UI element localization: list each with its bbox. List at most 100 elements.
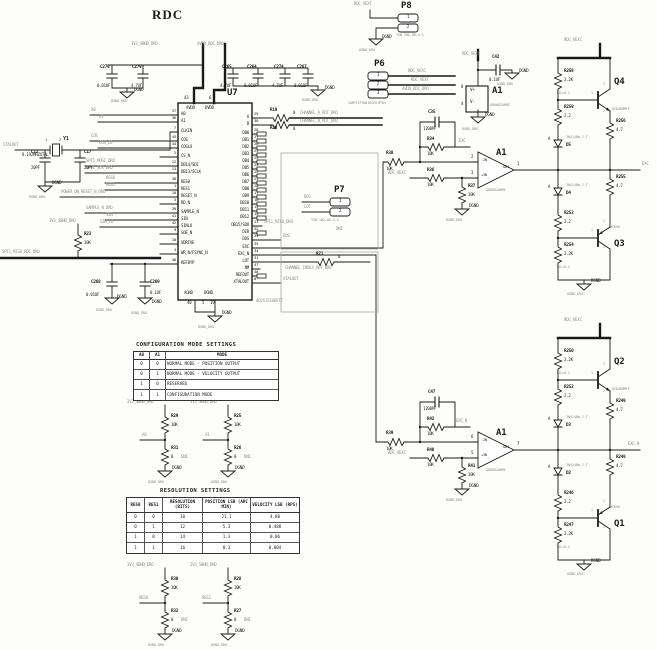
u7-pin-db0: DB0 [242, 130, 249, 136]
text-10k: 10K [427, 182, 434, 187]
text-6: 6 [471, 434, 474, 439]
u7-pin-cos: COS [181, 137, 188, 143]
u7-pin-wr-n-fsync-n: WR_N/FSYNC_N [181, 250, 208, 256]
opamp-symbols [477, 151, 515, 469]
text-a1: A1 [205, 432, 210, 437]
text-0-1uf: 0.1UF [489, 77, 501, 82]
u7-pin-refout: REFOUT [235, 272, 249, 278]
text-10k: 10K [84, 240, 91, 245]
text-dgnd-dro: DGND_DRO [29, 195, 45, 199]
u7-pin-db4: DB4 [242, 158, 249, 164]
text-xtalout: XTALOUT [3, 142, 19, 147]
text-sin-lo: SIN_LO [100, 219, 114, 224]
text-r27: R27 [234, 609, 242, 614]
u7-pin-clkin: CLKIN [181, 128, 193, 134]
text-dgnd: DGND [519, 69, 529, 74]
resolution-settings-cell-0-4: 4.88 [251, 513, 299, 523]
text-10k: 10K [427, 151, 434, 156]
resolution-settings-title: RESOLUTION SETTINGS [160, 488, 231, 494]
text-ad2s1210bstz: AD2S1210BSTZ [256, 298, 283, 303]
text-dni: DNI [336, 226, 343, 231]
u7-pin-res1: RES1 [181, 186, 190, 192]
text-in: -IN [481, 438, 487, 442]
u7-pin-num-sin: 41 [171, 212, 177, 218]
u7-pin-num-db7: 21 [254, 175, 259, 181]
u7-pin-num-refbyp: 46 [171, 256, 177, 262]
u7-pin-num-db13-sclk: 13 [171, 165, 177, 171]
text-1n4148w-7-f: 1N4148W-7-F [566, 183, 588, 187]
text-4-7: 4.7 [616, 127, 623, 132]
text-2-2k: 2.2K [564, 251, 573, 256]
u7-pin-a1: A1 [181, 118, 186, 124]
u7-pin-num-sinlo: 42 [171, 219, 177, 225]
text-0: 0 [171, 617, 174, 622]
diode-symbols [553, 137, 563, 483]
text-agnd: AGND [184, 290, 193, 295]
text-4-7uf: 4.7UF [220, 83, 232, 88]
resolution-settings-cell-3-3: 0.3 [203, 543, 251, 553]
a1-power-box [465, 85, 489, 113]
text-19: 19 [210, 300, 215, 305]
text-2: 2 [376, 81, 380, 86]
resolution-settings-cell-1-4: 0.488 [251, 523, 299, 533]
text-res1: RES1 [202, 595, 211, 600]
u7-pin-sinlo: SINLO [181, 223, 193, 229]
resolution-settings-cell-2-2: 14 [163, 533, 203, 543]
text-r29: R29 [171, 414, 179, 419]
text-in: +IN [481, 453, 487, 457]
u7-pin-num-db2: 26 [254, 140, 259, 146]
text-a: A [548, 184, 551, 189]
text-c278: C278 [100, 65, 110, 70]
text-rdc-vexc: RDC_VEXC [564, 317, 582, 322]
text-dgnd: DGND [117, 295, 127, 300]
text-rdc-vext: RDC_VEXT [411, 77, 429, 82]
configuration-mode-settings-cell-2-0: 1 [134, 380, 150, 390]
text-a1: A1 [492, 86, 503, 96]
text-dgnd: DGND [485, 113, 495, 118]
text-spi1-sck-dro: SPI1_SCK_DRO [86, 165, 113, 170]
configuration-mode-settings-header-0: A0 [134, 352, 150, 360]
text-dvdd: DVDD [205, 105, 214, 110]
configuration-mode-settings-cell-0-1: 0 [150, 360, 166, 370]
text-r39: R39 [386, 431, 394, 436]
configuration-mode-settings-cell-1-1: 1 [150, 370, 166, 380]
text-r255: R255 [616, 175, 626, 180]
text-rdc-vexc: RDC_VEXC [388, 170, 406, 175]
text-dgnd-dro: DGND_DRO [148, 480, 164, 484]
resolution-settings-cell-3-4: 0.004 [268, 544, 282, 550]
u7-pin-db14-sdi: DB14/SDI [181, 162, 199, 168]
text-0: 0 [171, 454, 174, 459]
text-rdc: RDC [152, 7, 184, 22]
text-ad8662armz: AD8662ARMZ [486, 188, 506, 192]
text-spi1-mosi-dro: SPI1_MOSI_DRO [86, 158, 115, 163]
u7-pin-num-a: 29 [254, 110, 259, 116]
text-dgnd-dro: DGND_DRO [497, 82, 513, 86]
text-a1: A1 [496, 428, 507, 438]
u7-pin-num-db14-sdi: 12 [171, 158, 177, 164]
text-res1: RES1 [106, 182, 115, 187]
text-dgnd: DGND [382, 35, 392, 40]
text-6: 6 [209, 95, 212, 100]
text-d2: D2 [566, 471, 571, 476]
text-cos-lo: COS_LO [99, 140, 113, 145]
u7-pin-exc-n: EXC_N [237, 251, 249, 257]
text-r32: R32 [171, 609, 179, 614]
text-q1: Q1 [614, 519, 625, 529]
text-q2: Q2 [614, 357, 625, 367]
text-0: 0 [293, 110, 296, 115]
text-20pf: 20PF [84, 165, 93, 170]
text-dni: DNI [244, 617, 251, 622]
configuration-mode-settings-cell-1-0: 0 [134, 370, 150, 380]
text-ad8662armz: AD8662ARMZ [490, 103, 510, 107]
text-c264: C264 [247, 65, 257, 70]
text-1: 1 [376, 72, 380, 77]
databus-termination-boxes [256, 131, 267, 279]
u7-pin-num-lot: 31 [254, 254, 259, 260]
text-r21: R21 [316, 252, 324, 257]
text-bc856: BC856 [610, 225, 620, 229]
text-spi1-miso-dro: SPI1_MISO_DRO [264, 219, 293, 224]
text-1200pf: 1200PF [423, 406, 437, 411]
text-exc: EXC [459, 138, 466, 143]
text-in: +IN [481, 173, 487, 177]
